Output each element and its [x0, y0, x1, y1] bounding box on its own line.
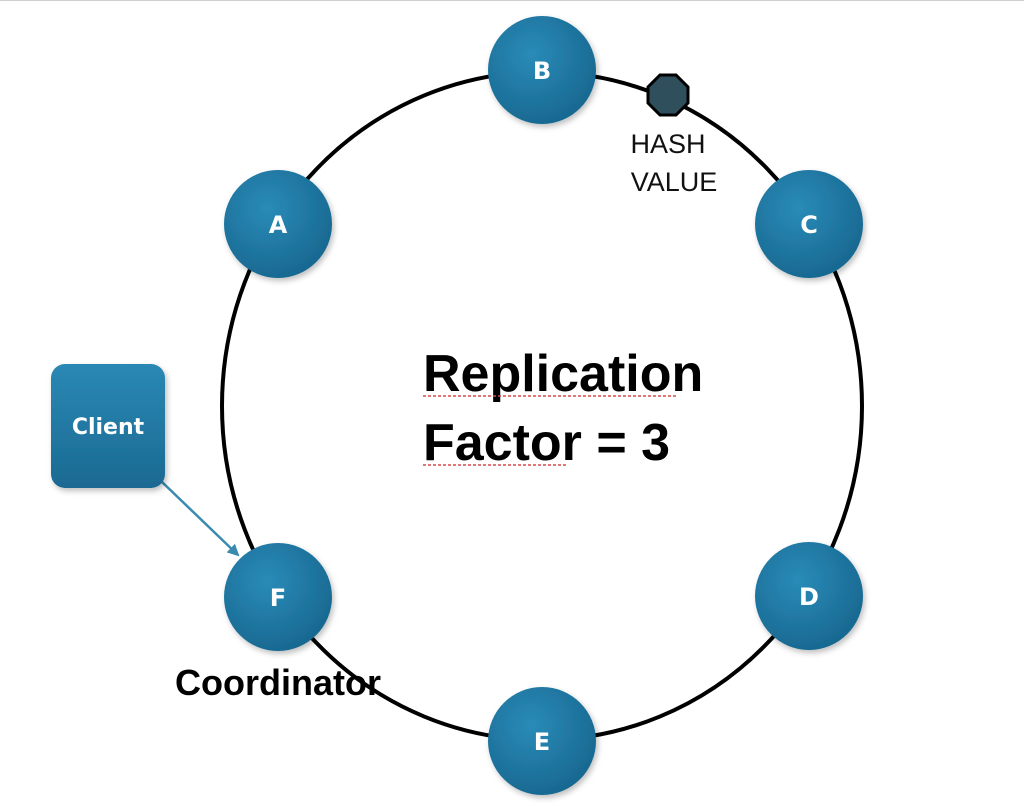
node-c[interactable]	[755, 170, 863, 278]
client-to-coordinator-arrow	[161, 481, 240, 557]
hash-value-marker[interactable]	[646, 73, 690, 117]
replication-title-line1: Replication	[423, 345, 703, 403]
client-label: Client	[72, 415, 145, 440]
node-b[interactable]	[488, 16, 596, 124]
coordinator-label: Coordinator	[175, 662, 381, 703]
client-box[interactable]	[51, 364, 165, 488]
node-e[interactable]	[488, 687, 596, 795]
node-b-label: B	[533, 57, 551, 85]
node-d-label: D	[799, 583, 819, 611]
replication-title-line2: Factor = 3	[423, 414, 670, 472]
node-f-label: F	[270, 584, 286, 612]
node-d[interactable]	[755, 542, 863, 650]
node-f[interactable]	[224, 543, 332, 651]
node-a-label: A	[269, 211, 288, 239]
hash-value-label-line1: HASH	[630, 129, 705, 159]
node-a[interactable]	[224, 170, 332, 278]
node-e-label: E	[534, 728, 550, 756]
node-c-label: C	[800, 211, 818, 239]
hash-value-label-line2: VALUE	[631, 167, 718, 197]
hash-ring	[220, 70, 864, 742]
